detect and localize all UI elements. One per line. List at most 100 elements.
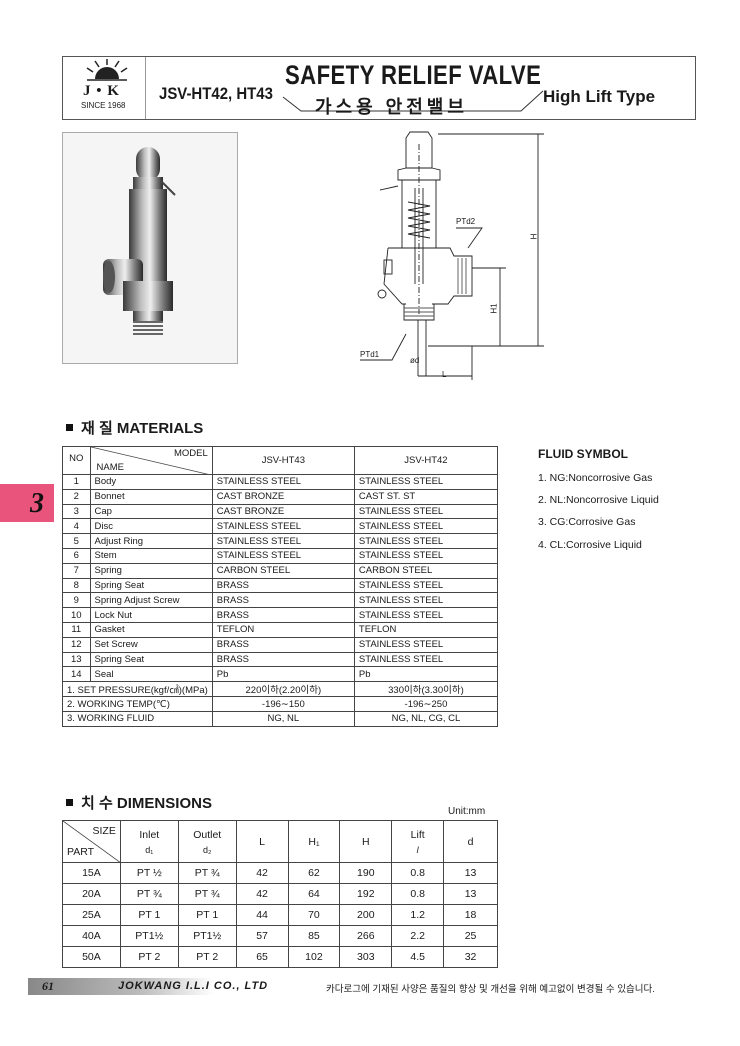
cell-ht42: STAINLESS STEEL	[353, 577, 499, 594]
cell-ht42: NG, NL, CG, CL	[353, 710, 499, 727]
col-ht42: JSV-HT42	[353, 446, 499, 475]
cell-ht42: STAINLESS STEEL	[353, 651, 499, 668]
col-outlet-sub: d₂	[202, 844, 212, 855]
col-l: L	[235, 820, 289, 863]
cell-no: 6	[62, 547, 91, 564]
company-name: JOKWANG I.L.I CO., LTD	[118, 980, 269, 992]
dimensions-heading-text: 치 수 DIMENSIONS	[81, 795, 212, 812]
chapter-tab	[0, 484, 54, 522]
page-title: SAFETY RELIEF VALVE	[285, 60, 542, 90]
unit-label: Unit:mm	[448, 806, 486, 817]
cell-ht43: Pb	[211, 666, 355, 683]
cell-ht42: Pb	[353, 666, 499, 683]
cell-outlet: PT1½	[177, 925, 237, 947]
fluid-item: 4. CL:Corrosive Liquid	[538, 539, 642, 551]
cell-name: Stem	[89, 547, 213, 564]
col-ht43: JSV-HT43	[211, 446, 355, 475]
cell-size: 40A	[62, 925, 121, 947]
cell-no: 5	[62, 533, 91, 549]
cell-no: 1	[62, 474, 91, 490]
cell-inlet: PT1½	[119, 925, 179, 947]
cell-ht42: 330이하(3.30이하)	[353, 681, 499, 698]
cell-ht42: STAINLESS STEEL	[353, 474, 499, 490]
cell-no: 3	[62, 503, 91, 520]
cell-lift: 0.8	[391, 862, 445, 884]
cell-ht42: STAINLESS STEEL	[353, 533, 499, 549]
cell-size: 25A	[62, 904, 121, 926]
cell-no: 7	[62, 562, 91, 579]
cell-ht43: STAINLESS STEEL	[211, 518, 355, 535]
cell-no: 10	[62, 607, 91, 623]
cell-size: 15A	[62, 862, 121, 884]
label-h1: H1	[489, 303, 499, 314]
cell-name: Set Screw	[89, 636, 213, 653]
col-inlet-sub: d₁	[145, 844, 154, 855]
cell-name: Seal	[89, 666, 213, 683]
cell-outlet: PT ¾	[177, 883, 237, 905]
col-d: d	[443, 820, 498, 863]
materials-heading: 재 질 MATERIALS	[66, 417, 203, 438]
cell-h: 303	[339, 946, 393, 968]
col-model-name: MODEL NAME	[89, 446, 213, 475]
model-title: JSV-HT42, HT43	[159, 84, 273, 103]
footer-notice: 카다로그에 기재된 사양은 품질의 향상 및 개선을 위해 예고없이 변경될 수…	[326, 984, 655, 995]
cell-no: 4	[62, 518, 91, 535]
fluid-item: 2. NL:Noncorrosive Liquid	[538, 494, 659, 506]
col-lift-sub: l	[416, 844, 419, 855]
cell-ht43: BRASS	[211, 607, 355, 623]
cell-ht42: STAINLESS STEEL	[353, 636, 499, 653]
square-bullet-icon	[66, 798, 73, 806]
cell-ht43: STAINLESS STEEL	[211, 474, 355, 490]
cell-h1: 64	[287, 883, 341, 905]
product-photo	[62, 132, 238, 364]
title-underline	[282, 90, 544, 112]
label-phi-d: ød	[410, 356, 420, 365]
cell-ht42: STAINLESS STEEL	[353, 503, 499, 520]
header-box: J • K SINCE 1968 JSV-HT42, HT43 SAFETY R…	[62, 56, 696, 120]
cell-h: 200	[339, 904, 393, 926]
table-row: 1. SET PRESSURE(kgf/㎠)(MPa)220이하(2.20이하)…	[62, 681, 499, 698]
cell-name: Body	[89, 474, 213, 490]
cell-name: Adjust Ring	[89, 533, 213, 549]
cell-ht43: STAINLESS STEEL	[211, 533, 355, 549]
cell-l: 42	[235, 883, 289, 905]
cell-ht43: CAST BRONZE	[211, 503, 355, 520]
cell-spec-label: 3. WORKING FLUID	[62, 710, 213, 727]
cell-ht42: TEFLON	[353, 621, 499, 638]
cell-no: 11	[62, 621, 91, 638]
header-divider	[145, 57, 146, 119]
cell-outlet: PT 2	[177, 946, 237, 968]
cell-inlet: PT ½	[119, 862, 179, 884]
cell-ht42: STAINLESS STEEL	[353, 592, 499, 609]
cell-h1: 70	[287, 904, 341, 926]
cell-h: 266	[339, 925, 393, 947]
cell-l: 65	[235, 946, 289, 968]
cell-spec-label: 2. WORKING TEMP(℃)	[62, 696, 213, 712]
cell-no: 13	[62, 651, 91, 668]
cell-spec-label: 1. SET PRESSURE(kgf/㎠)(MPa)	[62, 681, 213, 698]
col-outlet-label: Outlet	[193, 828, 222, 841]
col-size-part: SIZE PART	[62, 820, 121, 863]
cell-name: Lock Nut	[89, 607, 213, 623]
cell-name: Spring Seat	[89, 651, 213, 668]
cell-name: Spring Seat	[89, 577, 213, 594]
fluid-item: 1. NG:Noncorrosive Gas	[538, 472, 653, 484]
cell-ht43: BRASS	[211, 636, 355, 653]
cell-ht43: STAINLESS STEEL	[211, 547, 355, 564]
label-l: L	[442, 370, 447, 379]
cell-ht43: -196∼150	[211, 696, 355, 712]
